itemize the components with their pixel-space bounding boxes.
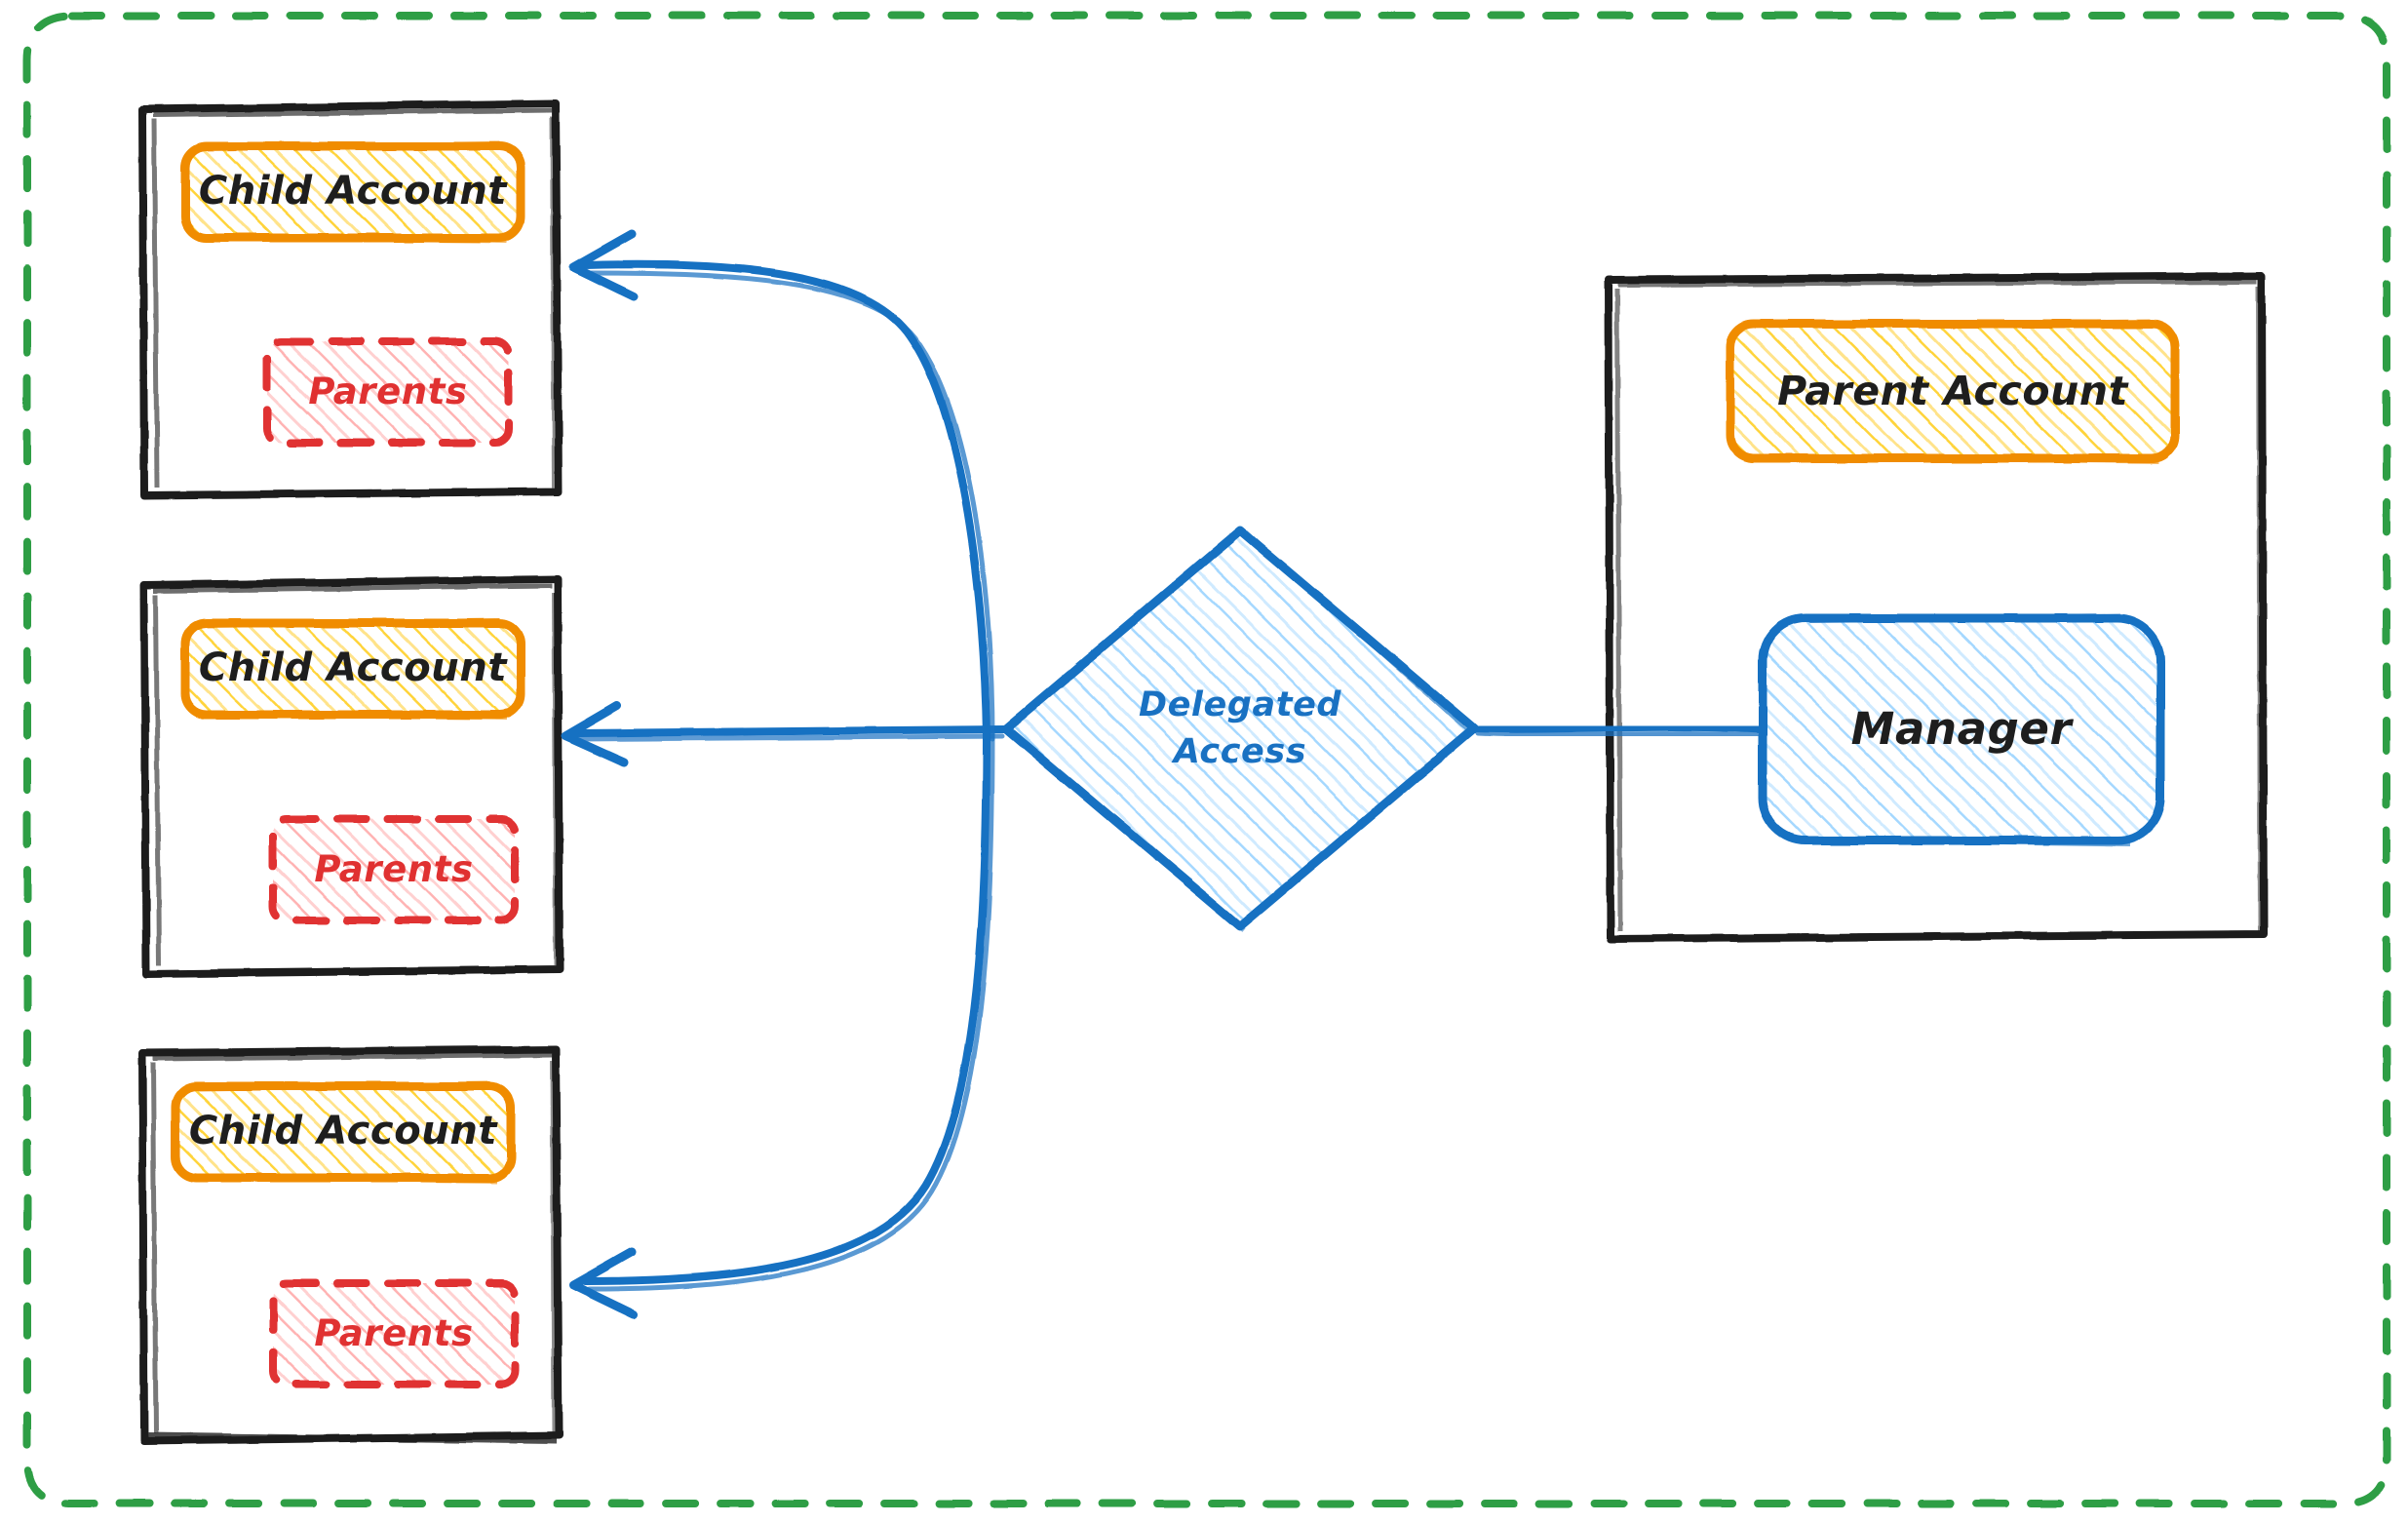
child-account-box-2[interactable] xyxy=(180,618,525,721)
child-account-box-1[interactable] xyxy=(180,141,525,244)
edge-delegated-access-to-child-2[interactable] xyxy=(561,701,1008,767)
parent-account-box[interactable] xyxy=(1726,319,2180,464)
child-account-box-3[interactable] xyxy=(171,1081,516,1184)
edge-delegated-access-to-child-1[interactable] xyxy=(568,229,995,742)
organization-boundary xyxy=(23,12,2390,1507)
parents-box-2[interactable] xyxy=(269,815,519,924)
manager-box[interactable] xyxy=(1758,613,2165,847)
edge-manager-to-delegated-access[interactable] xyxy=(1472,723,1765,738)
parents-box-1[interactable] xyxy=(263,337,513,447)
delegated-access-diamond[interactable] xyxy=(1001,526,1479,932)
edge-delegated-access-to-child-3[interactable] xyxy=(568,723,995,1319)
parents-box-3[interactable] xyxy=(269,1279,519,1388)
